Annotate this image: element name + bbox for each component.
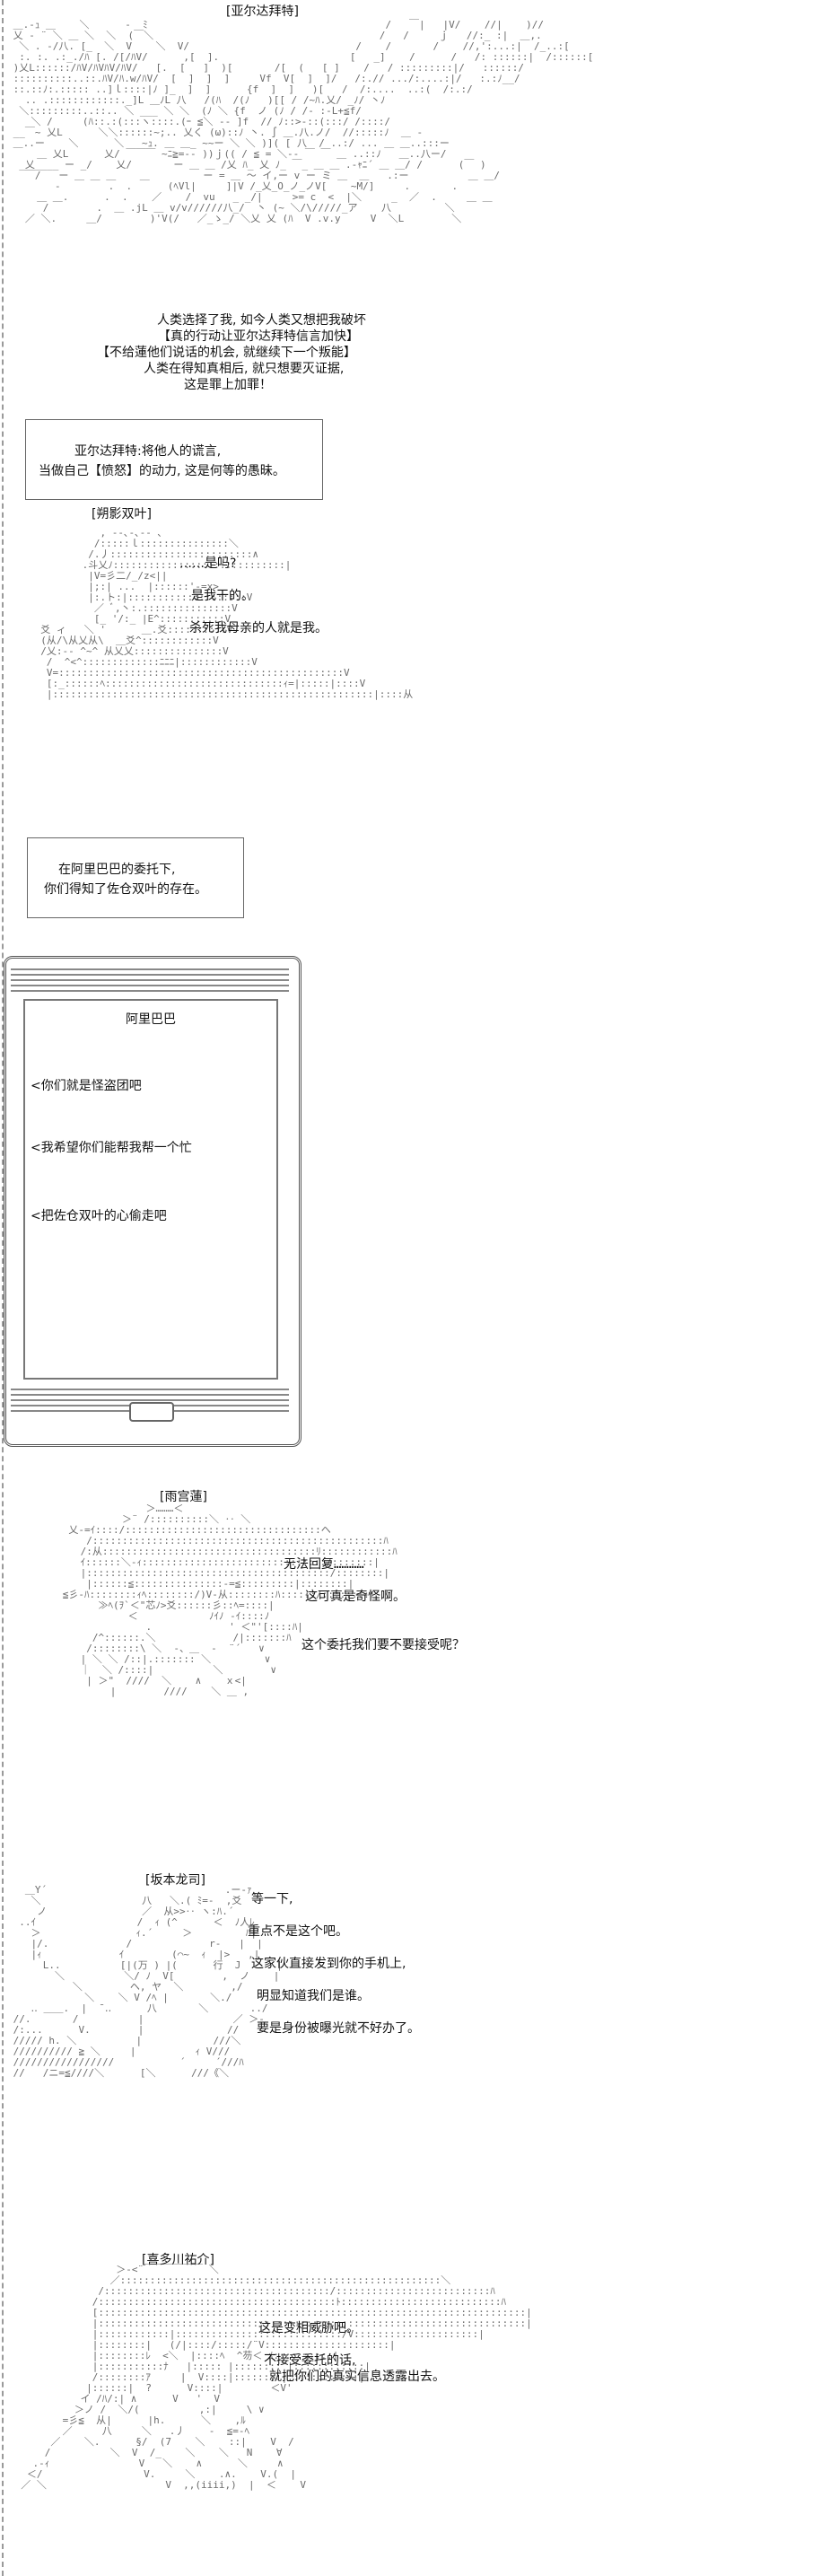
phone-frame [4,956,301,1447]
home-button[interactable] [129,1402,174,1422]
box-line: 亚尔达拜特:将他人的谎言, [74,444,222,459]
dialogue-line: 是我干的。 [191,589,254,603]
speaker-name: [喜多川祐介] [142,2253,214,2267]
dialogue-line: 不接受委托的话, [264,2353,356,2368]
speaker-name: [坂本龙司] [145,1873,205,1888]
chat-message: <把佐仓双叶的心偷走吧 [31,1209,167,1223]
speaker-name: [朔影双叶] [92,507,152,521]
ascii-art-futaba: , -‐､‐､‐- ､ /:::::ｌ:::::::::::::::＼ /.丿:… [40,527,414,700]
ascii-art-ryuji: ＿Y´ .ー-ｧ ＼ 八 ＼.( ﾐ=- ,爻 ノ ／ 从>>‥ ヽ:ﾊ.´ .… [13,1884,283,2079]
dialogue-line: 【不给蓮他们说话的机会, 就继续下一个叛能】 [97,346,356,360]
chat-message: <你们就是怪盗团吧 [31,1079,142,1093]
dialogue-line: 这个委托我们要不要接受呢？ [301,1638,465,1652]
dialogue-line: 【真的行动让亚尔达拜特信言加快】 [158,329,359,344]
box-line: 你们得知了佐仓双叶的存在。 [44,882,207,897]
dialogue-line: 无法回复………… [284,1557,364,1572]
ascii-art-yusuke: ＞‐<¨￣￣￣￣￣￣ ＼ ／::::::::::::::::::::::::::… [21,2264,532,2491]
dialogue-line: 人类在得知真相后, 就只想要灭证据, [144,362,345,376]
chat-contact-name: 阿里巴巴 [126,1012,176,1027]
ascii-art-ren: ＞………＜ ＞¨ /::::::::::＼ ‥ ＼ 乂-=ｲ::::/:::::… [62,1503,465,1697]
scene-yaldabaoth: ＿.-ｭ ＿ ＼ - ﾐ / ￣| |V/ //| )// 乂 - ¨ ＼ ＿ … [0,0,830,399]
left-margin-guide [2,0,4,2576]
speaker-name: [亚尔达拜特] [226,4,299,19]
narration-box: 在阿里巴巴的委托下, 你们得知了佐仓双叶的存在。 [27,837,244,918]
box-line: 在阿里巴巴的委托下, [58,863,176,877]
speaker-name: [雨宫蓮] [160,1490,207,1504]
dialogue-line: 就把你们的真实信息透露出去。 [269,2370,445,2384]
narration-box: 亚尔达拜特:将他人的谎言, 当做自己【愤怒】的动力, 这是何等的愚昧。 [25,419,323,500]
dialogue-line: 杀死我母亲的人就是我。 [189,621,328,635]
dialogue-line: 人类选择了我, 如今人类又想把我破坏 [157,313,366,328]
dialogue-line: 这家伙直接发到你的手机上, [251,1957,406,1971]
phone-top-bezel [11,965,289,995]
smartphone-screen: 阿里巴巴 <你们就是怪盗团吧 <我希望你们能帮我帮一个忙 <把佐仓双叶的心偷走吧 [4,956,301,1447]
chat-message: <我希望你们能帮我帮一个忙 [31,1141,192,1155]
scene-yusuke: [喜多川祐介] ＞‐<¨￣￣￣￣￣￣ ＼ ／::::::::::::::::::… [0,2248,830,2572]
dialogue-line: 这是变相威胁吧。 [258,2321,359,2335]
ascii-art-yaldabaoth: ＿.-ｭ ＿ ＼ - ﾐ / ￣| |V/ //| )// 乂 - ¨ ＼ ＿ … [13,19,594,224]
dialogue-line: 要是身份被曝光就不好办了。 [257,2021,420,2036]
dialogue-line: 重点不是这个吧。 [248,1924,348,1939]
box-line: 当做自己【愤怒】的动力, 这是何等的愚昧。 [39,464,285,478]
dialogue-line: ……是吗? [179,556,237,571]
dialogue-line: 这可真是奇怪啊。 [305,1590,406,1604]
dialogue-line: 明显知道我们是谁。 [257,1989,370,2003]
scene-ryuji: [坂本龙司] ＿Y´ .ー-ｧ ＼ 八 ＼.( ﾐ=- ,爻 ノ ／ 从>>‥ … [0,1869,830,2228]
scene-ren: [雨宫蓮] ＞………＜ ＞¨ /::::::::::＼ ‥ ＼ 乂-=ｲ::::… [0,1485,830,1844]
chat-screen: 阿里巴巴 <你们就是怪盗团吧 <我希望你们能帮我帮一个忙 <把佐仓双叶的心偷走吧 [23,999,278,1380]
scene-futaba: [朔影双叶] , -‐､‐､‐- ､ /:::::ｌ::::::::::::::… [0,503,830,790]
dialogue-line: 这是罪上加罪！ [184,378,272,392]
dialogue-line: 等一下, [251,1892,293,1906]
